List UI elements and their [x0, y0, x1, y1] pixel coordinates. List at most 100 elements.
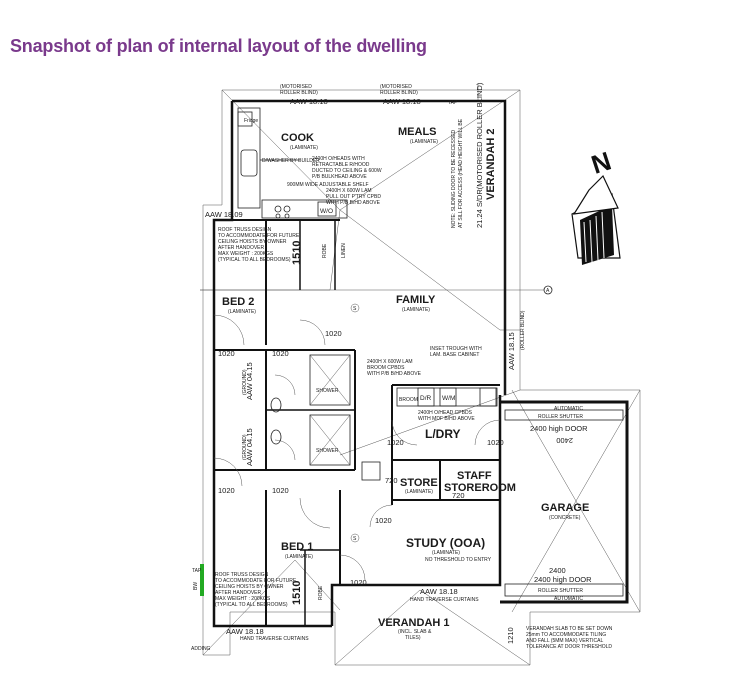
note-ldry-cpbd-2: WITH MDF B/HD ABOVE — [418, 416, 475, 422]
note-truss-3: CEILING HOISTS BY OWNER — [218, 239, 287, 245]
room-ldry: L/DRY — [425, 427, 461, 441]
room-storeroom: STOREROOM — [444, 482, 516, 494]
room-staff: STAFF — [457, 470, 492, 482]
note-ground-2: (GROUND) — [242, 434, 248, 460]
dim-1020-c: 1020 — [325, 329, 342, 338]
grid-marker-a — [543, 285, 553, 295]
note-truss-5: MAX WEIGHT : 200KGS — [218, 251, 274, 257]
room-cook: COOK — [281, 132, 314, 144]
house-walls — [212, 99, 629, 628]
room-bed2: BED 2 — [222, 296, 254, 308]
dim-aaw-side: AAW 18.15 — [507, 332, 516, 370]
note-truss-1: ROOF TRUSS DESIGN — [218, 227, 272, 233]
north-compass-icon — [571, 174, 621, 265]
note-shelf: 900MM WIDE ADJUSTABLE SHELF — [287, 182, 369, 188]
mark-s-1: S — [353, 306, 357, 312]
page-heading: Snapshot of plan of internal layout of t… — [10, 36, 427, 56]
label-robe-bottom: ROBE — [318, 585, 324, 600]
dim-aaw-top-2: AAW 18.18 — [383, 97, 421, 106]
kitchen-fixtures — [237, 107, 348, 219]
floor-verandah1-b: TILES) — [405, 635, 421, 641]
label-broom: BROOM — [399, 397, 418, 403]
note-truss-4: AFTER HANDOVER — [218, 245, 265, 251]
dim-aaw-bath2: AAW 04.15 — [245, 428, 254, 466]
floor-bed1: (LAMINATE) — [285, 554, 313, 560]
note-motorised-1: (MOTORISED — [280, 84, 312, 90]
note-truss-b6: (TYPICAL TO ALL BEDROOMS) — [215, 602, 288, 608]
dim-1020-b: 1020 — [272, 349, 289, 358]
note-rangehood-2: RETRACTABLE R/HOOD — [312, 162, 370, 168]
note-sliding-2: AT SILL FOR ACCESS (HEAD HEIGHT WILL BE — [458, 118, 464, 228]
dim-720-b: 720 — [452, 491, 465, 500]
label-door-bottom: 2400 high DOOR — [534, 575, 592, 584]
room-garage: GARAGE — [541, 502, 589, 514]
note-motorised-2: (MOTORISED — [380, 84, 412, 90]
note-ldry-cpbd-1: 2400H O/HEAD CPBDS — [418, 410, 473, 416]
dim-aaw-top-1: AAW 18.18 — [290, 97, 328, 106]
room-bed1: BED 1 — [281, 541, 313, 553]
note-hand-curtains: HAND TRAVERSE CURTAINS — [240, 636, 309, 642]
dim-720-a: 720 — [385, 476, 398, 485]
label-wm: W/M — [442, 395, 455, 402]
note-hand-curtains-2: HAND TRAVERSE CURTAINS — [410, 597, 479, 603]
note-automatic-2: AUTOMATIC — [554, 596, 583, 602]
floor-garage: (CONCRETE) — [549, 515, 581, 521]
note-truss-6: (TYPICAL TO ALL BEDROOMS) — [218, 257, 291, 263]
label-dr: D/R — [420, 395, 432, 402]
mark-grid-a: A — [546, 288, 550, 294]
dim-aaw-verandah: AAW 18.18 — [420, 587, 458, 596]
note-truss-2: TO ACCOMMODATE FOR FUTURE — [218, 233, 300, 239]
note-adding: ADDING — [191, 646, 211, 652]
label-fridge: Fridge — [244, 118, 258, 124]
floor-store: (LAMINATE) — [405, 489, 433, 495]
note-sliding-3: 21.24 S/DR(MOTORISED ROLLER BLIND) — [475, 82, 484, 228]
note-roller-shutter-2: ROLLER SHUTTER — [538, 588, 583, 594]
room-meals: MEALS — [398, 126, 437, 138]
room-store: STORE — [400, 477, 438, 489]
note-truss-b5: MAX WEIGHT : 200KGS — [215, 596, 271, 602]
room-verandah2: VERANDAH 2 — [485, 128, 497, 200]
note-bw: BW — [193, 582, 199, 590]
note-broom-3: WITH P/B B/HD ABOVE — [367, 371, 422, 377]
dim-1020-e: 1020 — [272, 486, 289, 495]
note-trough-1: INSET TROUGH WITH — [430, 346, 482, 352]
roof-outline — [200, 84, 641, 666]
note-no-threshold: NO THRESHOLD TO ENTRY — [425, 557, 492, 563]
note-verandah-slab-1: VERANDAH SLAB TO BE SET DOWN — [526, 626, 613, 632]
dim-1210: 1210 — [506, 627, 515, 644]
dim-1020-f: 1020 — [387, 438, 404, 447]
note-rangehood-4: P/B BULKHEAD ABOVE — [312, 174, 367, 180]
dim-1510-a: 1510 — [291, 241, 303, 265]
note-roller-blind-side: (ROLLER BLIND) — [520, 310, 526, 350]
note-pantry-2: PULL OUT P'TRY CPBD — [326, 194, 381, 200]
room-family: FAMILY — [396, 294, 436, 306]
label-robe-top: ROBE — [322, 243, 328, 258]
dim-1510-b: 1510 — [291, 581, 303, 605]
floor-verandah1-a: (INCL. SLAB & — [398, 629, 432, 635]
note-tap: TAP — [448, 100, 458, 106]
label-shower-1: SHOWER — [316, 388, 339, 394]
dim-1020-d: 1020 — [218, 486, 235, 495]
note-verandah-slab-2: 25mm TO ACCOMMODATE TILING — [526, 632, 606, 638]
note-roller-blind-1: ROLLER BLIND) — [280, 90, 318, 96]
floor-cook: (LAMINATE) — [290, 145, 318, 151]
label-wo: W/O — [320, 208, 333, 215]
label-shower-2: SHOWER — [316, 448, 339, 454]
dim-1020-g: 1020 — [487, 438, 504, 447]
note-truss-b4: AFTER HANDOVER — [215, 590, 262, 596]
note-roller-shutter-1: ROLLER SHUTTER — [538, 414, 583, 420]
dim-aaw-bath1: AAW 04.15 — [245, 362, 254, 400]
note-rangehood-3: DUCTED TO CEILING & 600W — [312, 168, 382, 174]
note-ground-1: (GROUND) — [242, 369, 248, 395]
floor-bed2: (LAMINATE) — [228, 309, 256, 315]
note-verandah-slab-4: TOLERANCE AT DOOR THRESHOLD — [526, 644, 612, 650]
note-pantry-1: 2400H X 600W LAM — [326, 188, 372, 194]
note-truss-b3: CEILING HOISTS BY OWNER — [215, 584, 284, 590]
note-truss-b1: ROOF TRUSS DESIGN — [215, 572, 269, 578]
note-automatic-1: AUTOMATIC — [554, 406, 583, 412]
mark-s-2: S — [353, 536, 357, 542]
room-study: STUDY (OOA) — [406, 536, 485, 550]
note-tap-2: TAP — [192, 568, 202, 574]
note-pantry-3: WITH P/B B/HD ABOVE — [326, 200, 381, 206]
